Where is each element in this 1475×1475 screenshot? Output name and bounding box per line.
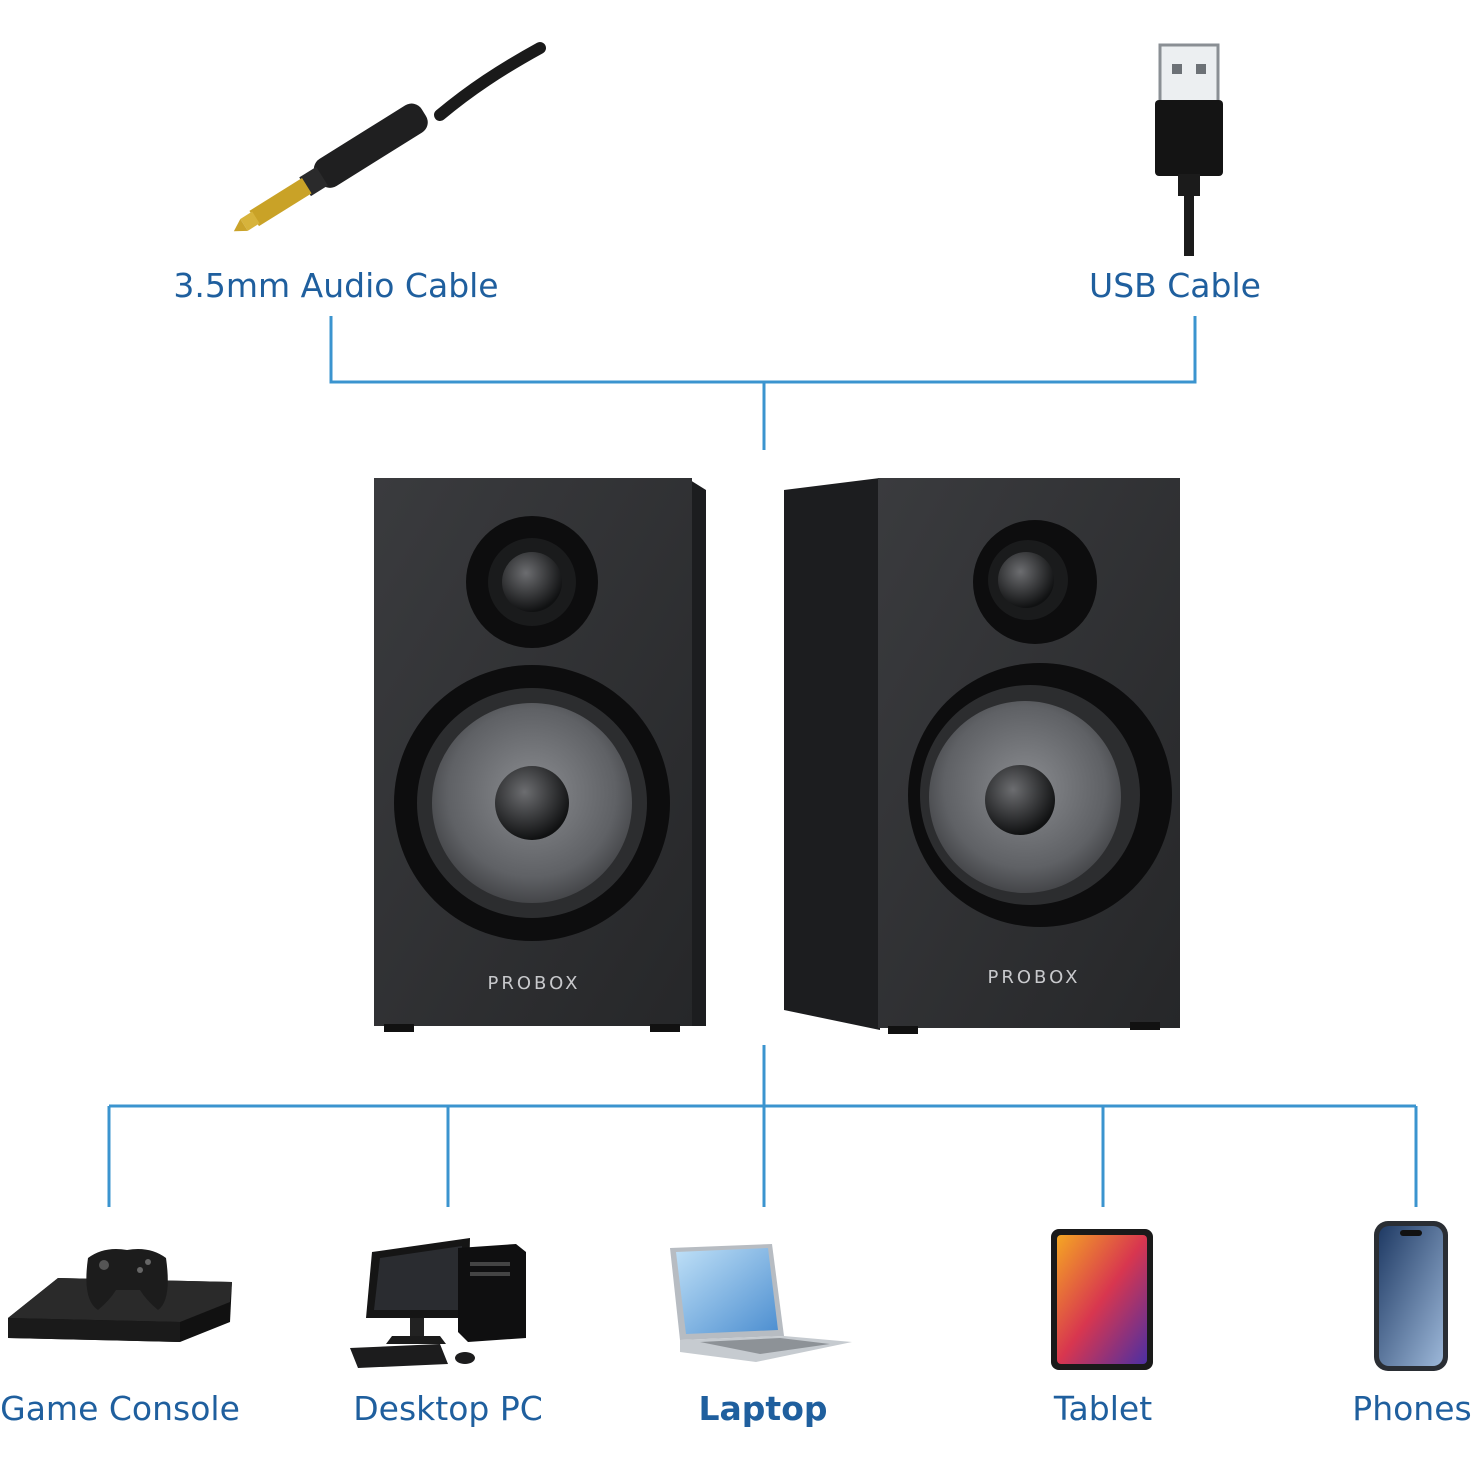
usb-plug-icon bbox=[1155, 43, 1223, 256]
right-brand-logo: PROBOX bbox=[988, 967, 1081, 988]
left-tweeter bbox=[466, 516, 598, 648]
desktop-pc-icon bbox=[350, 1238, 526, 1368]
device-label-desktop-pc: Desktop PC bbox=[353, 1389, 543, 1428]
left-brand-logo: PROBOX bbox=[488, 973, 581, 994]
connector-lines bbox=[107, 316, 1418, 1207]
device-label-game-console: Game Console bbox=[0, 1389, 240, 1428]
device-label-phones: Phones bbox=[1352, 1389, 1472, 1428]
audio-cable-label: 3.5mm Audio Cable bbox=[173, 266, 499, 305]
audio-connector-line bbox=[329, 316, 1197, 384]
left-woofer bbox=[394, 665, 670, 941]
laptop-icon bbox=[670, 1244, 852, 1362]
audio-jack-icon bbox=[233, 42, 546, 232]
tablet-icon bbox=[1051, 1229, 1153, 1370]
device-label-laptop: Laptop bbox=[698, 1389, 828, 1428]
right-tweeter bbox=[973, 520, 1097, 644]
game-console-icon bbox=[8, 1249, 232, 1342]
right-speaker bbox=[784, 478, 1180, 1034]
left-speaker bbox=[374, 478, 706, 1032]
phone-icon bbox=[1374, 1221, 1448, 1371]
right-woofer bbox=[908, 663, 1172, 927]
device-label-tablet: Tablet bbox=[1053, 1389, 1153, 1428]
usb-cable-label: USB Cable bbox=[1089, 266, 1261, 305]
